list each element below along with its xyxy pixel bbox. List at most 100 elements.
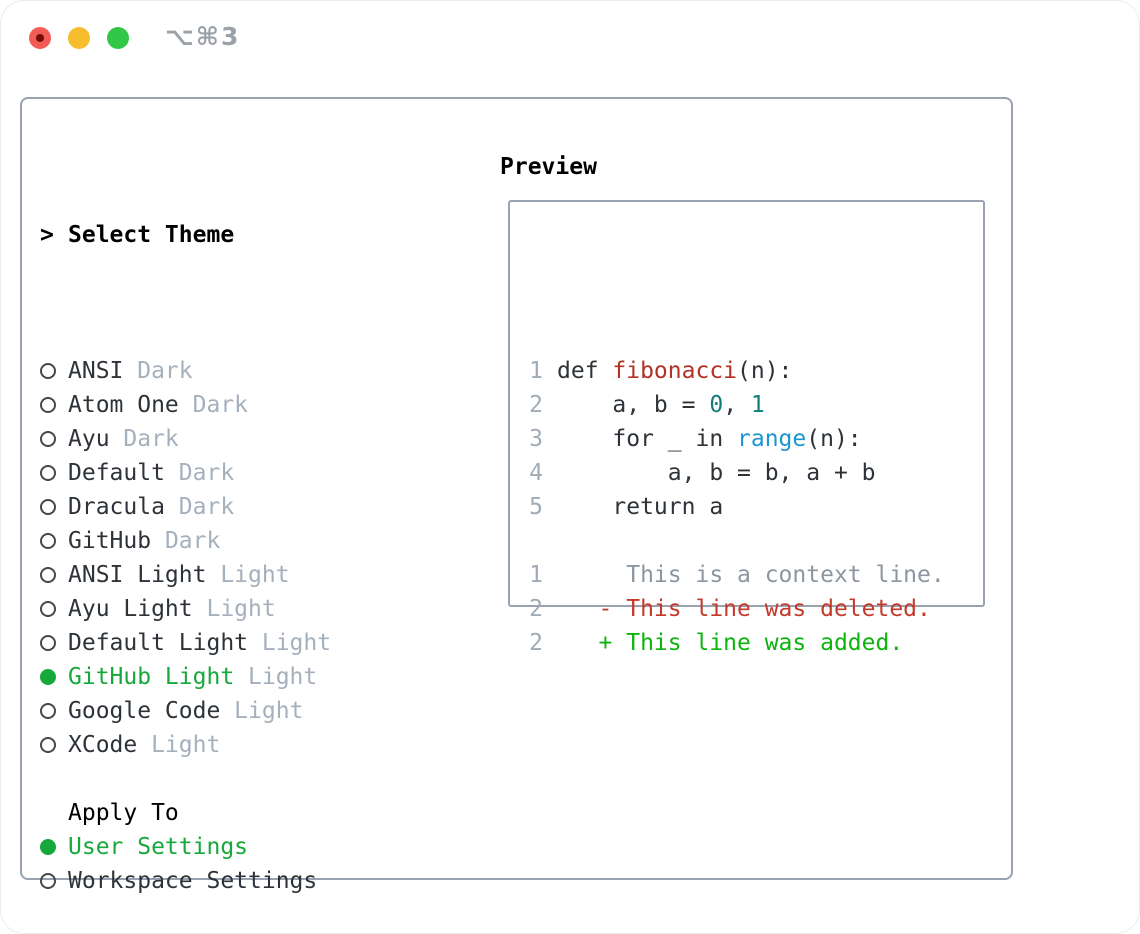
theme-option[interactable]: Default Dark [40,456,428,490]
code-line: 2 a, b = 0, 1 [529,388,983,422]
radio-icon [40,873,68,889]
option-variant-label: Light [192,596,276,622]
apply-to-header: Apply To [40,796,428,830]
zoom-button[interactable] [107,27,129,49]
code-segment: 0 [709,392,724,418]
code-segment: (n): [806,426,862,452]
radio-icon [40,601,68,617]
line-content: def fibonacci(n): [557,354,792,388]
line-content: for _ in range(n): [557,422,862,456]
radio-icon [40,567,68,583]
line-number: 1 [529,358,543,384]
code-segment: fibonacci [612,358,738,384]
theme-option[interactable]: Dracula Dark [40,490,428,524]
option-label: ANSI [68,358,124,384]
code-segment: 1 [750,392,765,418]
code-line: 1 This is a context line. [529,558,983,592]
line-number [529,524,543,558]
option-variant-label: Dark [151,528,221,554]
line-content: a, b = 0, 1 [557,388,765,422]
radio-unselected-icon [40,431,56,447]
code-line: 3 for _ in range(n): [529,422,983,456]
line-content: a, b = b, a + b [557,456,876,490]
radio-unselected-icon [40,499,56,515]
window-title: ⌥⌘3 [165,22,241,51]
option-label: Dracula [68,494,165,520]
line-content: + This line was added. [557,626,904,660]
radio-icon [40,465,68,481]
option-label: GitHub Light [68,664,235,690]
radio-icon [40,363,68,379]
option-variant-label: Dark [164,460,235,486]
line-content: return a [557,490,723,524]
radio-unselected-icon [40,873,56,889]
radio-icon [40,397,68,413]
preview-title: Preview [500,154,597,180]
apply-to-option[interactable]: Workspace Settings [40,864,428,898]
theme-option[interactable]: GitHub Dark [40,524,428,558]
code-segment: This is a context line. [557,562,945,588]
option-variant-label: Dark [123,358,193,384]
spacer [40,762,428,796]
option-variant-label: Light [206,562,290,588]
line-number: 2 [529,596,543,622]
option-label: GitHub [68,528,152,554]
radio-unselected-icon [40,635,56,651]
theme-option[interactable]: Default Light Light [40,626,428,660]
option-label: XCode [68,732,138,758]
option-variant-label: Light [137,732,221,758]
radio-icon [40,635,68,651]
option-label: ANSI Light [68,562,207,588]
theme-option[interactable]: XCode Light [40,728,428,762]
radio-selected-icon [40,839,56,855]
code-segment: a, b = [557,392,710,418]
theme-option[interactable]: GitHub Light Light [40,660,428,694]
radio-icon [40,669,68,685]
theme-option[interactable]: Atom One Dark [40,388,428,422]
code-segment: range [737,426,807,452]
minimize-button[interactable] [68,27,90,49]
radio-icon [40,431,68,447]
code-line [529,524,983,558]
code-segment: , [723,392,751,418]
spacer [40,898,428,932]
theme-option[interactable]: ANSI Light Light [40,558,428,592]
radio-unselected-icon [40,465,56,481]
option-label: Atom One [68,392,179,418]
radio-unselected-icon [40,533,56,549]
code-segment: a, b = b, a + b [557,460,876,486]
option-variant-label: Light [220,698,304,724]
radio-icon [40,839,68,855]
radio-unselected-icon [40,397,56,413]
theme-option[interactable]: Ayu Light Light [40,592,428,626]
radio-unselected-icon [40,567,56,583]
line-number: 2 [529,630,543,656]
theme-option[interactable]: ANSI Dark [40,354,428,388]
close-button[interactable] [29,27,51,49]
code-segment: - This line was deleted. [557,596,931,622]
code-segment: for _ in [557,426,738,452]
traffic-lights [29,27,129,49]
option-label: User Settings [68,834,249,860]
option-variant-label: Light [234,664,318,690]
code-segment: return a [557,494,724,520]
line-number: 4 [529,460,543,486]
option-label: Workspace Settings [68,868,318,894]
option-variant-label: Dark [178,392,249,418]
radio-icon [40,499,68,515]
option-label: Google Code [68,698,221,724]
theme-option[interactable]: Ayu Dark [40,422,428,456]
radio-selected-icon [40,669,56,685]
code-line: 1 def fibonacci(n): [529,354,983,388]
code-line: 4 a, b = b, a + b [529,456,983,490]
apply-to-option[interactable]: User Settings [40,830,428,864]
code-segment: + This line was added. [557,630,904,656]
line-number: 3 [529,426,543,452]
option-variant-label: Dark [164,494,235,520]
line-number: 5 [529,494,543,520]
radio-unselected-icon [40,601,56,617]
theme-option[interactable]: Google Code Light [40,694,428,728]
select-theme-header: > Select Theme [40,218,428,252]
code-line: 5 return a [529,490,983,524]
